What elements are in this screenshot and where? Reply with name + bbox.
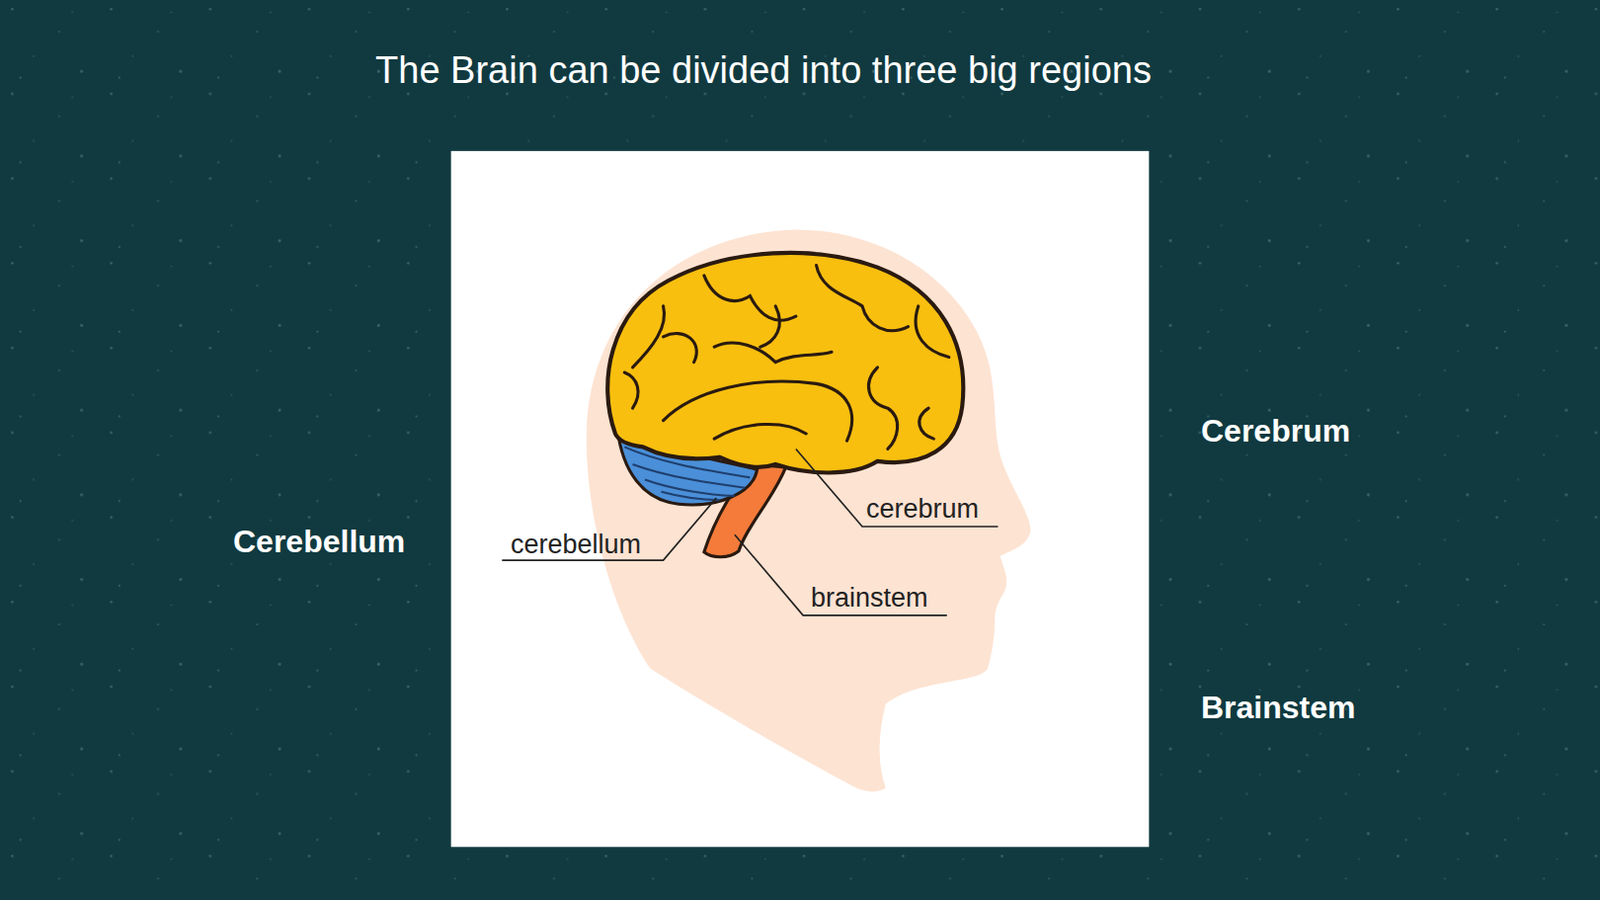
leader-line	[734, 534, 948, 616]
leader-line	[796, 448, 999, 526]
part-label: cerebrum	[866, 495, 979, 523]
slide-title: The Brain can be divided into three big …	[375, 51, 1152, 89]
leader-lines	[501, 448, 998, 615]
head-silhouette	[586, 229, 1032, 792]
cerebrum-folds	[624, 265, 950, 450]
cerebrum-shape	[607, 252, 963, 474]
white-panel	[451, 151, 1150, 847]
region-name: Cerebrum	[1200, 414, 1351, 447]
leader-line	[501, 497, 717, 560]
region-name: Cerebellum	[233, 525, 405, 558]
part-label: brainstem	[810, 584, 929, 612]
part-label: cerebellum	[510, 531, 641, 559]
region-name: Brainstem	[1200, 691, 1357, 723]
